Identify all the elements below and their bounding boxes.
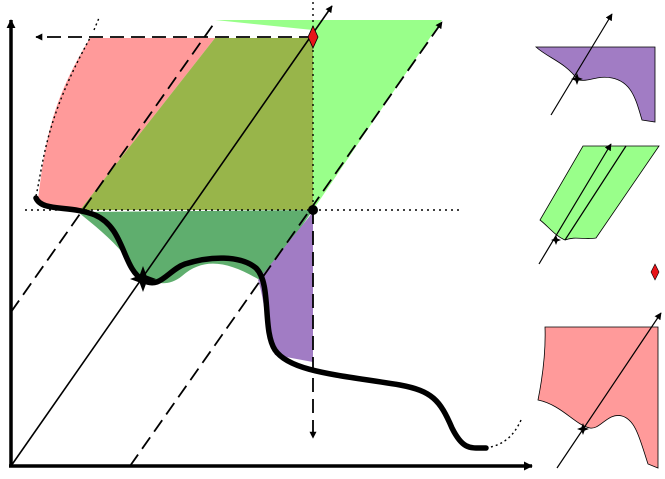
panel-green xyxy=(538,143,660,265)
diagonal-solid-line xyxy=(10,5,333,467)
dotted-curve-edge xyxy=(93,17,100,31)
dotted-curve-continuation xyxy=(485,417,523,449)
star-icon xyxy=(551,235,561,245)
star-icon xyxy=(571,73,583,85)
dot-icon xyxy=(308,205,318,215)
panel-pink xyxy=(537,312,662,469)
panel-green-arrow-2 xyxy=(564,145,627,241)
panel-green-region xyxy=(539,145,660,241)
star-icon xyxy=(577,423,589,435)
green-region xyxy=(215,20,442,210)
olive-overlap-region xyxy=(80,38,313,210)
panel-green-arrow xyxy=(538,143,612,265)
purple-region xyxy=(258,212,313,362)
diagonal-dashed-line-lower xyxy=(129,21,443,467)
diamond-icon xyxy=(307,25,319,49)
star-icon xyxy=(130,266,156,292)
panel-purple-arrow xyxy=(550,13,613,116)
panel-pink-arrow xyxy=(556,312,662,469)
panel-pink-region xyxy=(537,326,659,469)
thick-curve xyxy=(33,195,489,451)
panel-purple xyxy=(534,13,656,123)
diamond-icon xyxy=(650,263,660,281)
panel-purple-region xyxy=(534,46,656,123)
pink-region xyxy=(38,38,215,211)
diagonal-dashed-line-upper xyxy=(10,21,216,313)
